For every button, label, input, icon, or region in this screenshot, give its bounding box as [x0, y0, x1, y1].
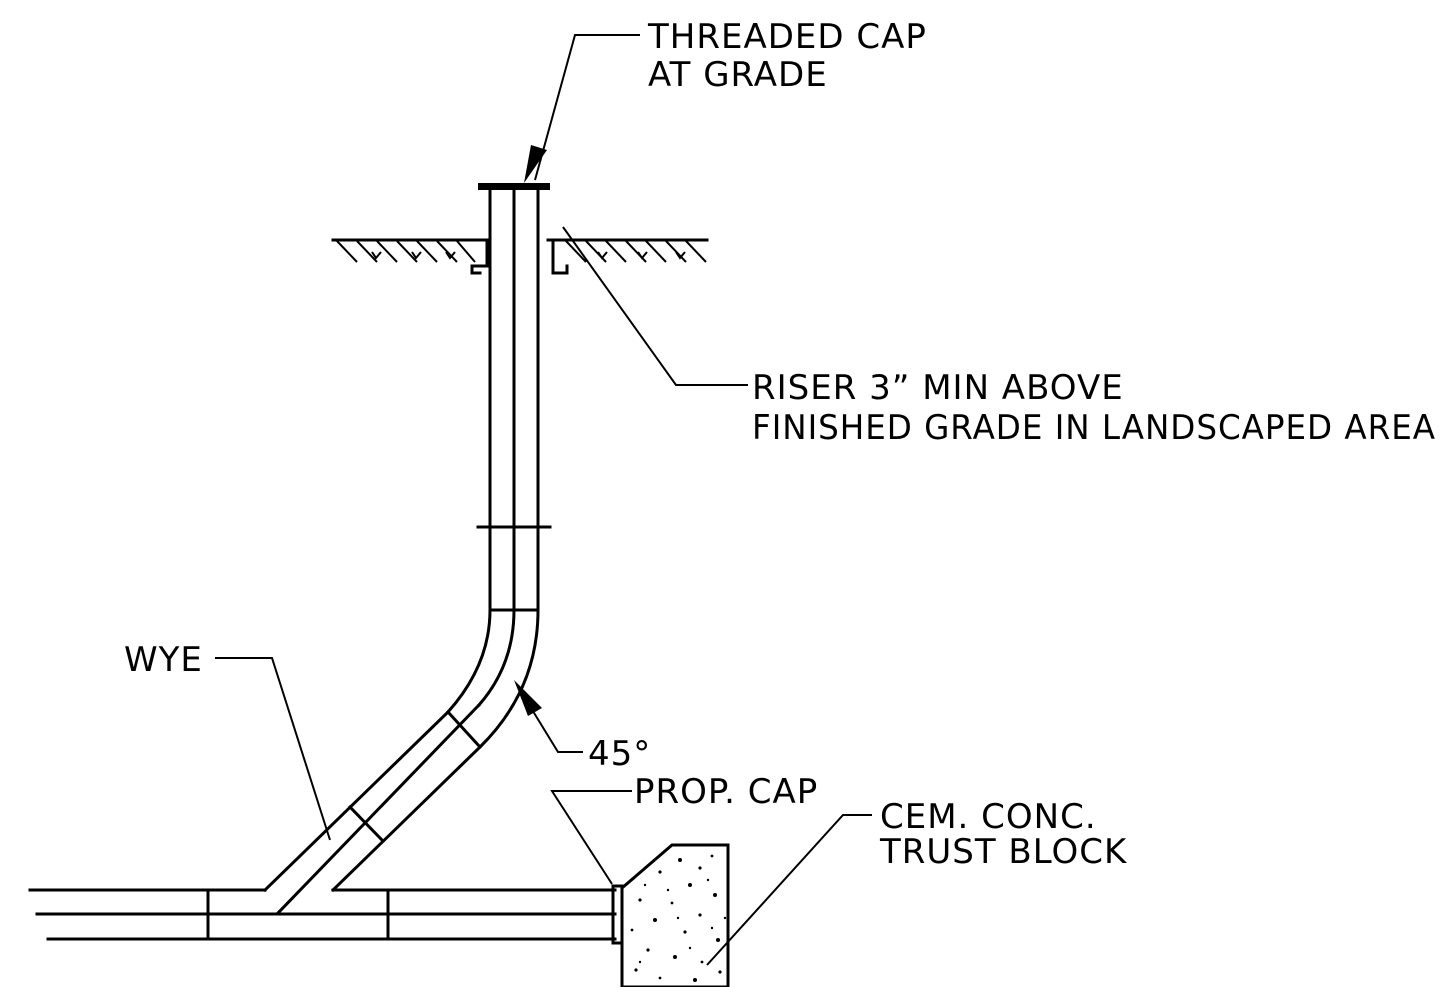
thrust-block-label-line2: TRUST BLOCK	[879, 832, 1128, 872]
riser-label-line1: RISER 3” MIN ABOVE	[752, 368, 1124, 408]
threaded-cap-label-line2: AT GRADE	[648, 55, 828, 95]
leader-prop-cap	[550, 790, 632, 885]
leader-45	[514, 680, 583, 753]
leader-riser	[562, 226, 748, 386]
leader-threaded-cap	[524, 34, 640, 183]
angle-label: 45°	[588, 734, 651, 774]
diagonal-branch	[262, 702, 483, 916]
leader-wye	[215, 657, 331, 841]
main-line	[28, 888, 617, 941]
finished-grade-right	[546, 238, 709, 275]
riser-pipe	[476, 188, 552, 612]
thrust-block-label-line1: CEM. CONC.	[880, 797, 1097, 837]
finished-grade-left	[331, 238, 489, 275]
riser-label-line2: FINISHED GRADE IN LANDSCAPED AREA	[752, 408, 1436, 448]
threaded-cap	[478, 183, 550, 190]
threaded-cap-label-line1: THREADED CAP	[647, 17, 927, 57]
wye-label: WYE	[124, 640, 203, 680]
bend-45	[445, 608, 540, 750]
thrust-block	[620, 843, 730, 987]
leader-thrust-block	[706, 814, 872, 966]
prop-cap-label: PROP. CAP	[634, 772, 818, 812]
